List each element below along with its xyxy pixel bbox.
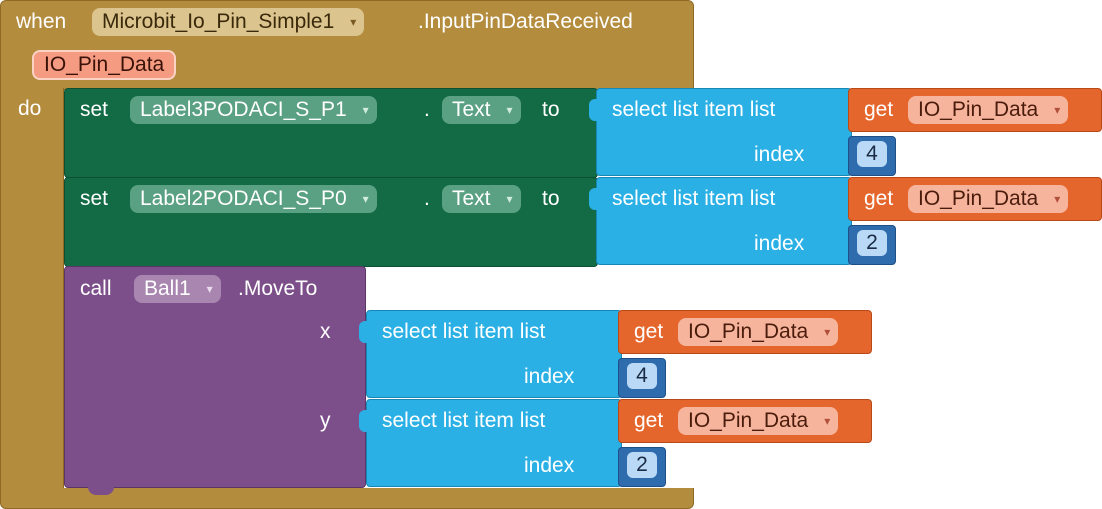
- call-component-dropdown[interactable]: Ball1 ▾: [134, 275, 221, 303]
- chevron-down-icon: ▾: [1054, 103, 1061, 117]
- set-property-label: Text: [452, 187, 491, 210]
- to-keyword: to: [542, 187, 560, 210]
- select-list-item-block[interactable]: [589, 177, 852, 265]
- chevron-down-icon: ▾: [362, 192, 369, 206]
- number-block[interactable]: 4: [618, 358, 666, 398]
- number-block[interactable]: 4: [848, 136, 896, 176]
- set-property-label: Text: [452, 98, 491, 121]
- event-name: .InputPinDataReceived: [418, 10, 633, 33]
- get-variable-label: IO_Pin_Data: [918, 187, 1039, 210]
- arg-name-y: y: [320, 409, 331, 432]
- to-keyword: to: [542, 98, 560, 121]
- index-label: index: [524, 365, 575, 388]
- set-component-label: Label3PODACI_S_P1: [140, 98, 347, 121]
- when-keyword: when: [16, 10, 67, 33]
- get-variable-label: IO_Pin_Data: [688, 409, 809, 432]
- number-value[interactable]: 4: [627, 363, 657, 389]
- get-variable-label: IO_Pin_Data: [688, 320, 809, 343]
- get-variable-dropdown[interactable]: IO_Pin_Data ▾: [908, 96, 1069, 124]
- number-value[interactable]: 4: [857, 141, 887, 167]
- set-property-dropdown[interactable]: Text ▾: [442, 185, 521, 213]
- get-variable-dropdown[interactable]: IO_Pin_Data ▾: [678, 407, 839, 435]
- get-variable-dropdown[interactable]: IO_Pin_Data ▾: [678, 318, 839, 346]
- chevron-down-icon: ▾: [362, 103, 369, 117]
- chevron-down-icon: ▾: [350, 15, 357, 29]
- set-property-dropdown[interactable]: Text ▾: [442, 96, 521, 124]
- dot-separator: .: [424, 187, 430, 210]
- index-label: index: [524, 454, 575, 477]
- chevron-down-icon: ▾: [506, 192, 513, 206]
- event-block-do-column[interactable]: [0, 88, 64, 508]
- index-label: index: [754, 143, 805, 166]
- dot-separator: .: [424, 98, 430, 121]
- select-list-item-label: select list item list: [382, 320, 546, 343]
- get-keyword: get: [634, 320, 664, 343]
- select-list-item-block[interactable]: [359, 310, 622, 398]
- number-block[interactable]: 2: [848, 225, 896, 265]
- call-keyword: call: [80, 277, 112, 300]
- chevron-down-icon: ▾: [206, 282, 213, 296]
- arg-name-x: x: [320, 320, 331, 343]
- chevron-down-icon: ▾: [1054, 192, 1061, 206]
- number-block[interactable]: 2: [618, 447, 666, 487]
- select-list-item-label: select list item list: [612, 187, 776, 210]
- set-component-dropdown[interactable]: Label3PODACI_S_P1 ▾: [130, 96, 377, 124]
- set-keyword: set: [80, 98, 109, 121]
- chevron-down-icon: ▾: [506, 103, 513, 117]
- set-keyword: set: [80, 187, 109, 210]
- chevron-down-icon: ▾: [824, 414, 831, 428]
- index-label: index: [754, 232, 805, 255]
- get-variable-dropdown[interactable]: IO_Pin_Data ▾: [908, 185, 1069, 213]
- select-list-item-label: select list item list: [382, 409, 546, 432]
- number-value[interactable]: 2: [627, 452, 657, 478]
- select-list-item-label: select list item list: [612, 98, 776, 121]
- event-component-label: Microbit_Io_Pin_Simple1: [102, 10, 335, 33]
- call-component-label: Ball1: [144, 277, 191, 300]
- block-connector: [88, 487, 114, 495]
- select-list-item-block[interactable]: [359, 399, 622, 487]
- get-variable-label: IO_Pin_Data: [918, 98, 1039, 121]
- do-keyword: do: [18, 97, 42, 120]
- select-list-item-block[interactable]: [589, 88, 852, 176]
- get-keyword: get: [864, 187, 894, 210]
- get-keyword: get: [864, 98, 894, 121]
- number-value[interactable]: 2: [857, 230, 887, 256]
- method-name: .MoveTo: [238, 277, 318, 300]
- call-block-ball-moveto[interactable]: [64, 266, 366, 488]
- set-component-dropdown[interactable]: Label2PODACI_S_P0 ▾: [130, 185, 377, 213]
- chevron-down-icon: ▾: [824, 325, 831, 339]
- event-component-dropdown[interactable]: Microbit_Io_Pin_Simple1 ▾: [92, 8, 365, 36]
- set-component-label: Label2PODACI_S_P0: [140, 187, 347, 210]
- get-keyword: get: [634, 409, 664, 432]
- event-parameter[interactable]: IO_Pin_Data: [32, 50, 177, 80]
